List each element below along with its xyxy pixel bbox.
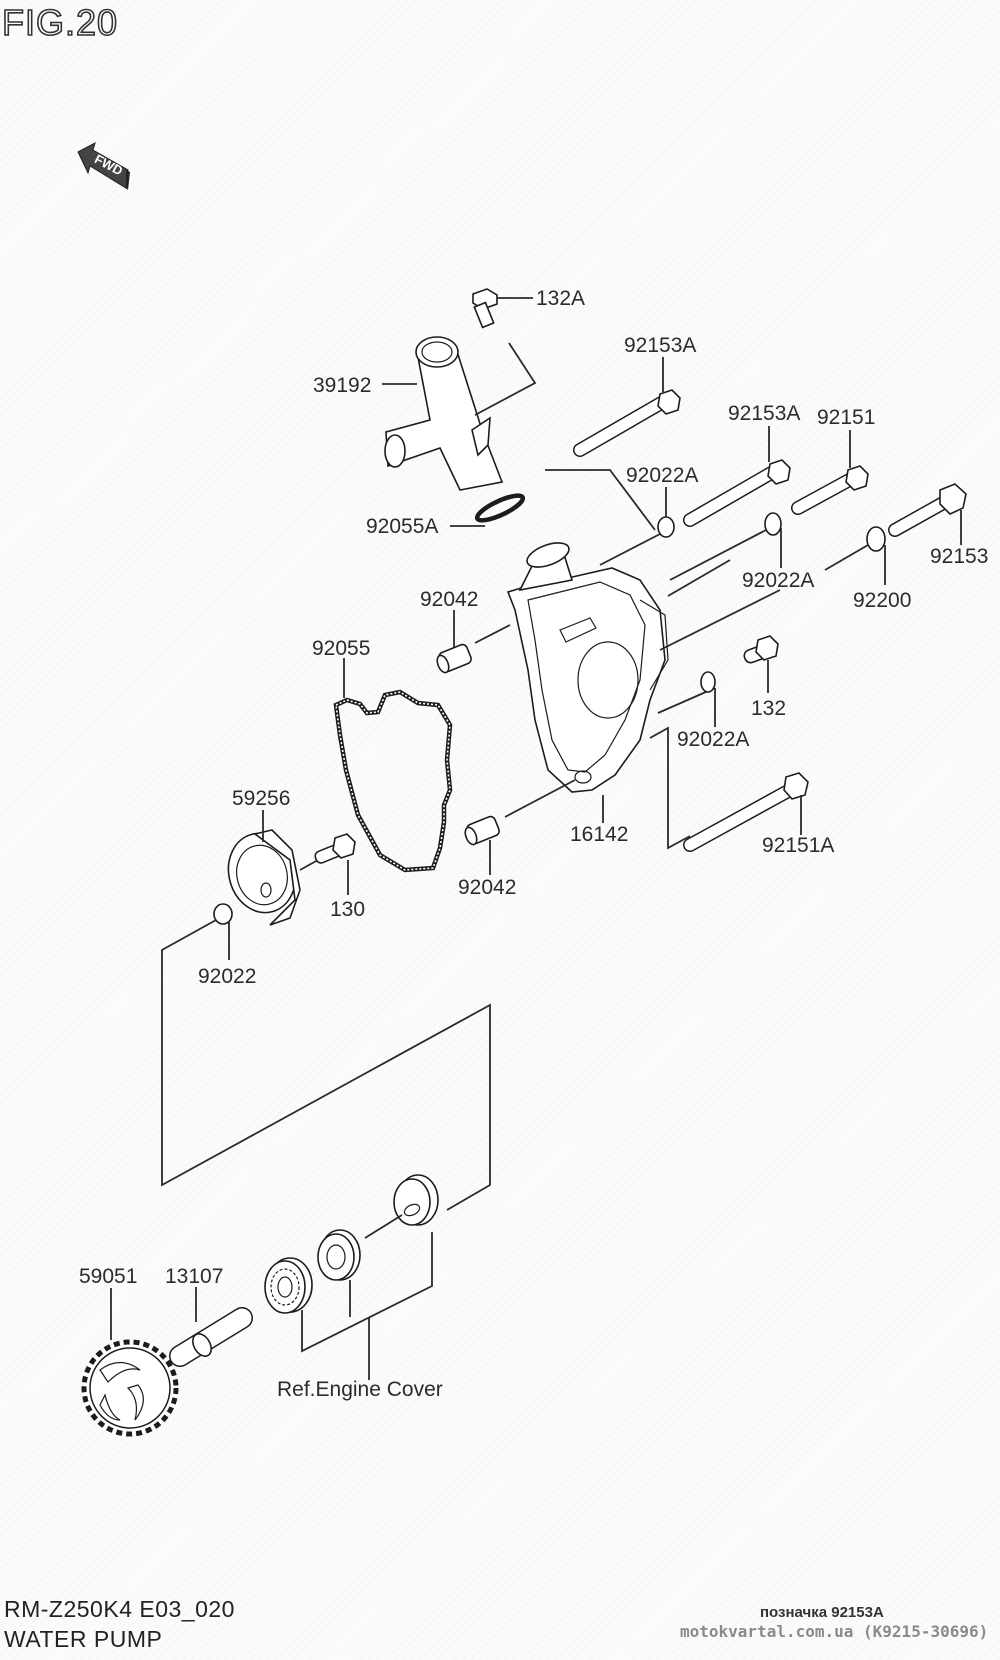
label-92055: 92055 <box>312 637 370 660</box>
label-92153: 92153 <box>930 545 988 568</box>
bolt-92153A-top[interactable] <box>573 389 681 457</box>
label-ref-engine-cover: Ref.Engine Cover <box>277 1378 443 1401</box>
label-13107: 13107 <box>165 1265 223 1288</box>
label-132A: 132A <box>536 287 585 310</box>
bolt-92153[interactable] <box>888 483 967 537</box>
label-92042-top: 92042 <box>420 588 478 611</box>
pump-shaft-13107[interactable] <box>169 1307 253 1367</box>
label-92022A-1: 92022A <box>626 464 698 487</box>
label-92022A-3: 92022A <box>677 728 749 751</box>
label-92022A-2: 92022A <box>742 569 814 592</box>
bolt-92153A-middle[interactable] <box>683 459 791 527</box>
label-92200: 92200 <box>853 589 911 612</box>
impeller-59256[interactable] <box>220 826 304 926</box>
bolt-92151A[interactable] <box>683 772 809 852</box>
label-130: 130 <box>330 898 365 921</box>
pump-gear-59051[interactable] <box>81 1339 179 1437</box>
watermark: motokvartal.com.ua (K9215-30696) <box>680 1622 989 1641</box>
label-92151A: 92151A <box>762 834 834 857</box>
section-name: WATER PUMP <box>4 1626 163 1652</box>
part-mark-note: позначка 92153A <box>760 1604 884 1621</box>
model-code: RM-Z250K4 E03_020 <box>4 1596 235 1622</box>
washer-92022[interactable] <box>213 903 233 925</box>
bolt-132[interactable] <box>743 635 779 664</box>
washer-92022A-2[interactable] <box>764 512 782 536</box>
label-39192: 39192 <box>313 374 371 397</box>
bolt-92151[interactable] <box>791 465 869 515</box>
dowel-pin-92042-bottom[interactable] <box>463 815 501 846</box>
washer-92022A-3[interactable] <box>700 671 716 693</box>
washer-92200[interactable] <box>866 526 886 552</box>
label-92055A: 92055A <box>366 515 438 538</box>
label-59256: 59256 <box>232 787 290 810</box>
label-59051: 59051 <box>79 1265 137 1288</box>
ball-bearing[interactable] <box>264 1257 313 1314</box>
label-132: 132 <box>751 697 786 720</box>
fwd-arrow-icon: FWD <box>77 142 130 190</box>
washer-92022A-1[interactable] <box>657 516 675 538</box>
label-92042-bottom: 92042 <box>458 876 516 899</box>
bolt-132A[interactable] <box>472 288 498 329</box>
water-pipe-39192[interactable] <box>384 336 504 491</box>
oil-seal[interactable] <box>317 1229 361 1281</box>
mechanical-seal[interactable] <box>393 1174 439 1226</box>
label-92153A-top: 92153A <box>624 334 696 357</box>
label-16142: 16142 <box>570 823 628 846</box>
label-92022: 92022 <box>198 965 256 988</box>
pump-cover-16142[interactable] <box>506 538 669 793</box>
bolt-130[interactable] <box>314 833 356 864</box>
label-92153A-middle: 92153A <box>728 402 800 425</box>
dowel-pin-92042-top[interactable] <box>435 643 473 674</box>
figure-title: FIG.20 <box>1 1 119 44</box>
gasket-92055[interactable] <box>333 689 453 873</box>
label-92151: 92151 <box>817 406 875 429</box>
o-ring-92055A[interactable] <box>474 491 526 525</box>
